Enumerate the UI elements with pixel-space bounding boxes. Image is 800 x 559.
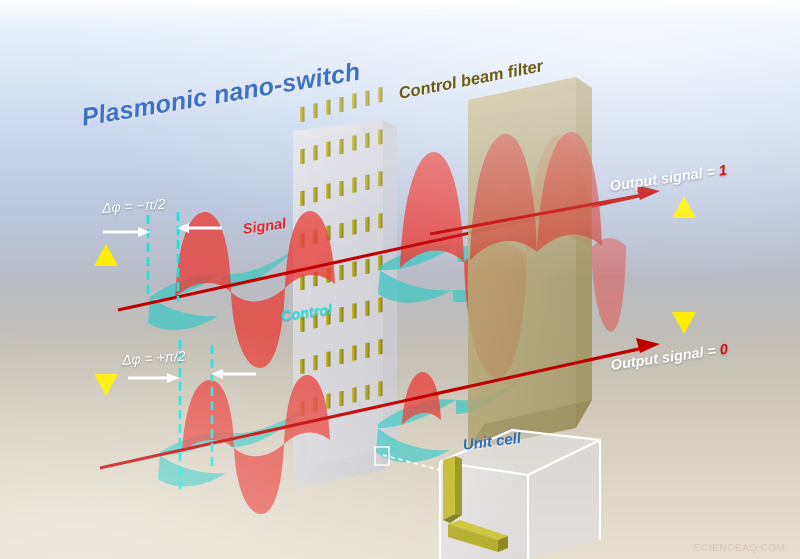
phase-arrow-bottom-left: [211, 369, 256, 379]
watermark: SCIENCEAQ.COM: [694, 543, 786, 554]
phase-arrow-bottom-right: [128, 373, 179, 383]
phase-arrow-top-right: [103, 227, 150, 237]
polarization-arrow-left: [94, 244, 118, 396]
polarization-arrow-right: [672, 196, 696, 334]
filter-absorption-overlay: [468, 77, 576, 450]
